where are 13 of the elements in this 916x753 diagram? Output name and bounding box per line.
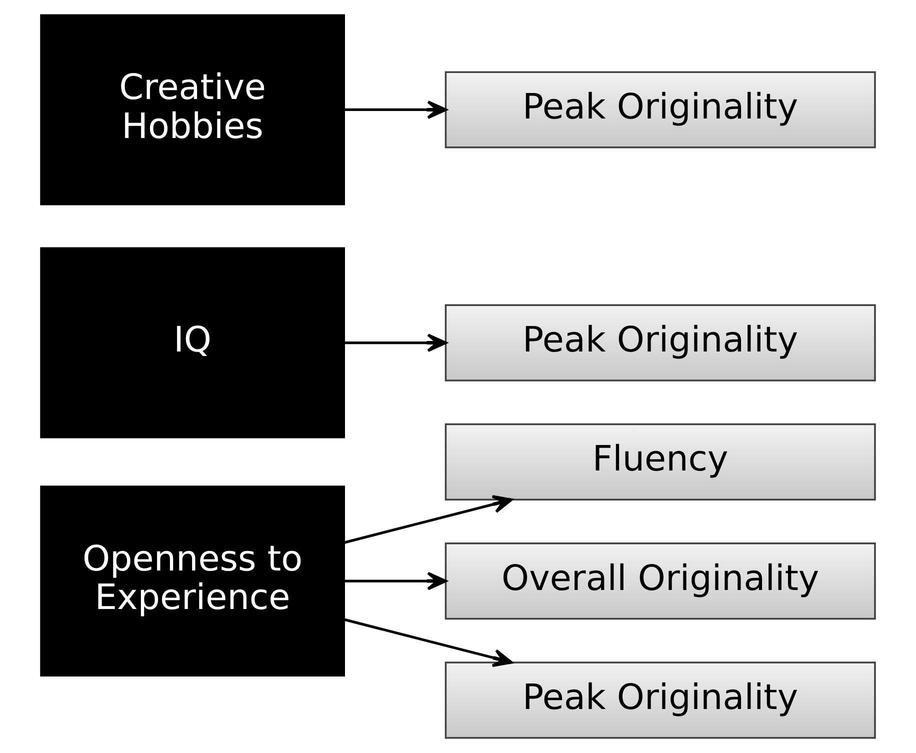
node-box: Peak Originality xyxy=(444,662,876,739)
arrow xyxy=(344,334,448,352)
node-box: Fluency xyxy=(444,423,876,500)
node-box: Creative Hobbies xyxy=(40,14,345,206)
node-box: Peak Originality xyxy=(444,71,876,148)
arrow xyxy=(344,572,448,590)
node-box: Overall Originality xyxy=(444,542,876,620)
node-box: Openness to Experience xyxy=(40,486,345,677)
node-box: IQ xyxy=(40,247,345,438)
arrow xyxy=(344,495,513,544)
arrow xyxy=(344,618,513,668)
arrow xyxy=(344,100,448,119)
node-box: Peak Originality xyxy=(444,304,876,382)
